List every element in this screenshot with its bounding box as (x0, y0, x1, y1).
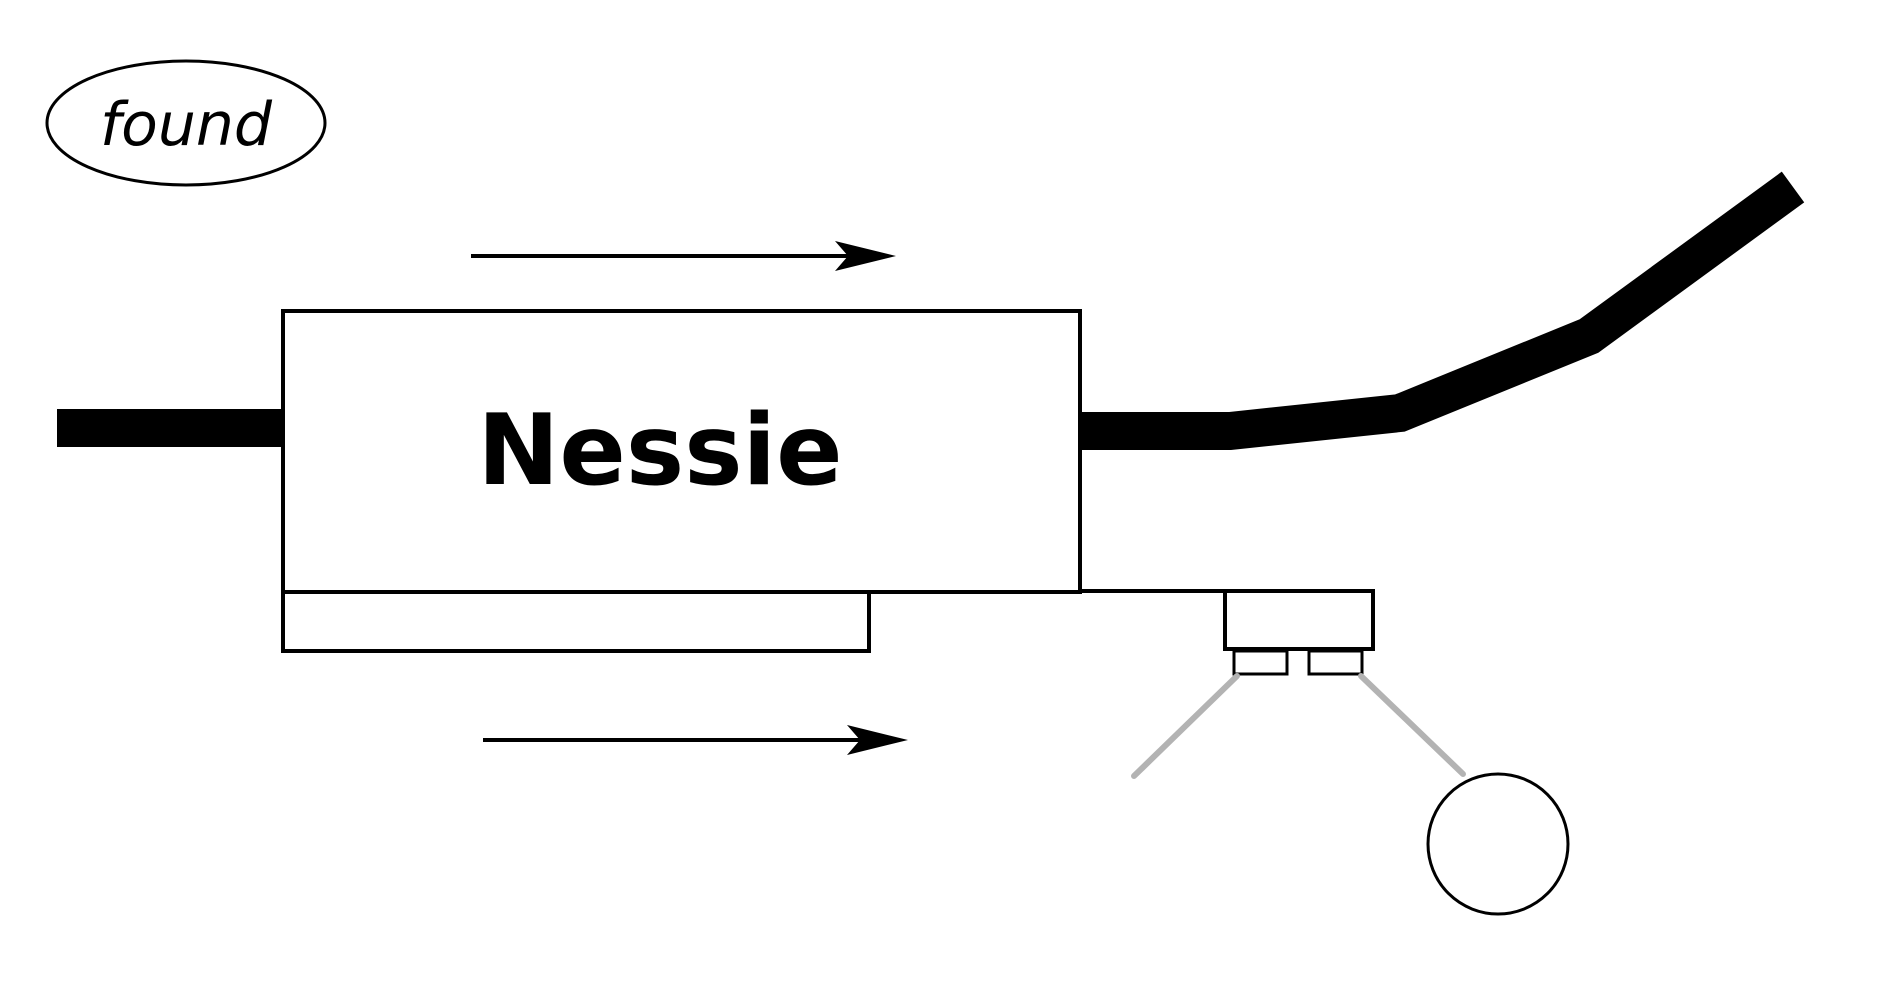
top-flow-arrow (471, 241, 896, 271)
output-thick-path (1078, 171, 1805, 450)
bottom-arrow-head-icon (847, 725, 908, 755)
top-arrow-head-icon (835, 241, 896, 271)
found-badge-label: found (100, 90, 273, 160)
main-block-label: Nessie (477, 394, 842, 508)
found-badge: found (45, 59, 327, 187)
left-terminal (1232, 649, 1289, 676)
sensor-housing (1223, 589, 1375, 651)
main-block (281, 309, 1082, 594)
base-plate (281, 590, 871, 653)
bottom-flow-arrow (483, 725, 908, 755)
left-lead-line (1131, 673, 1240, 779)
sensor-ball (1426, 772, 1570, 916)
right-lead-line (1358, 673, 1466, 777)
right-terminal (1307, 649, 1364, 676)
found-badge-ellipse (45, 59, 327, 187)
